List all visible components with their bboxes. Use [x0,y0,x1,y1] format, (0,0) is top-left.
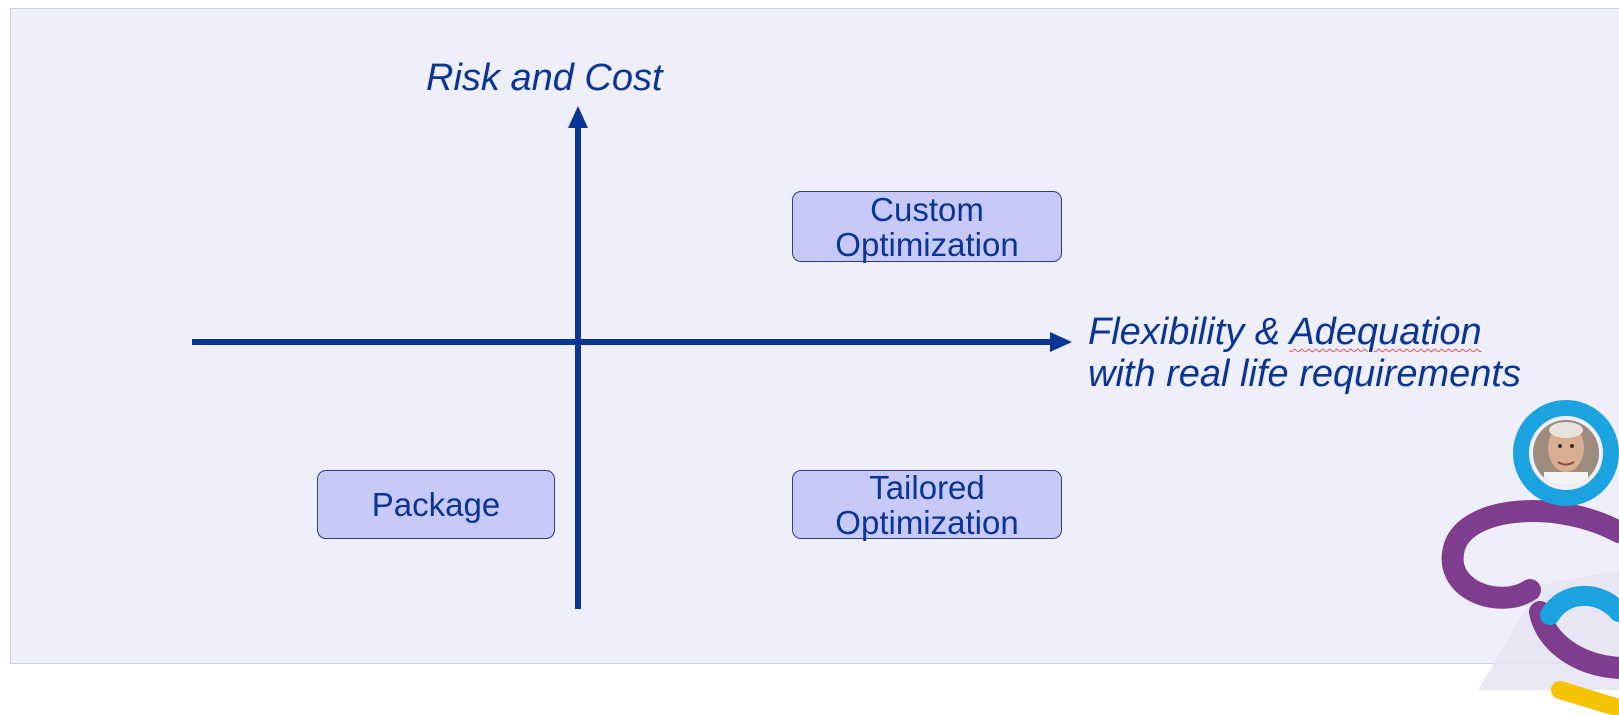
x-axis-label: Flexibility & Adequation with real life … [1088,311,1521,395]
diagram-panel [10,8,1619,664]
x-axis-label-line2: with real life requirements [1088,353,1521,395]
tailored-optimization-line1: Tailored [869,468,985,506]
custom-optimization-line1: Custom [870,190,984,228]
interlinked-rings-logo [1441,400,1619,715]
y-axis-label: Risk and Cost [426,57,663,99]
custom-optimization-box: Custom Optimization [792,191,1062,262]
package-box: Package [317,470,555,539]
x-axis-label-spellcheck-word: Adequation [1289,311,1482,353]
x-axis-label-prefix: Flexibility & [1088,311,1290,353]
tailored-optimization-line2: Optimization [835,503,1019,541]
presenter-avatar [1533,420,1599,486]
package-label: Package [371,486,501,523]
custom-optimization-line2: Optimization [835,225,1019,263]
x-axis-arrowhead [1050,332,1072,352]
y-axis-arrowhead [568,106,588,128]
tailored-optimization-box: Tailored Optimization [792,468,1062,541]
